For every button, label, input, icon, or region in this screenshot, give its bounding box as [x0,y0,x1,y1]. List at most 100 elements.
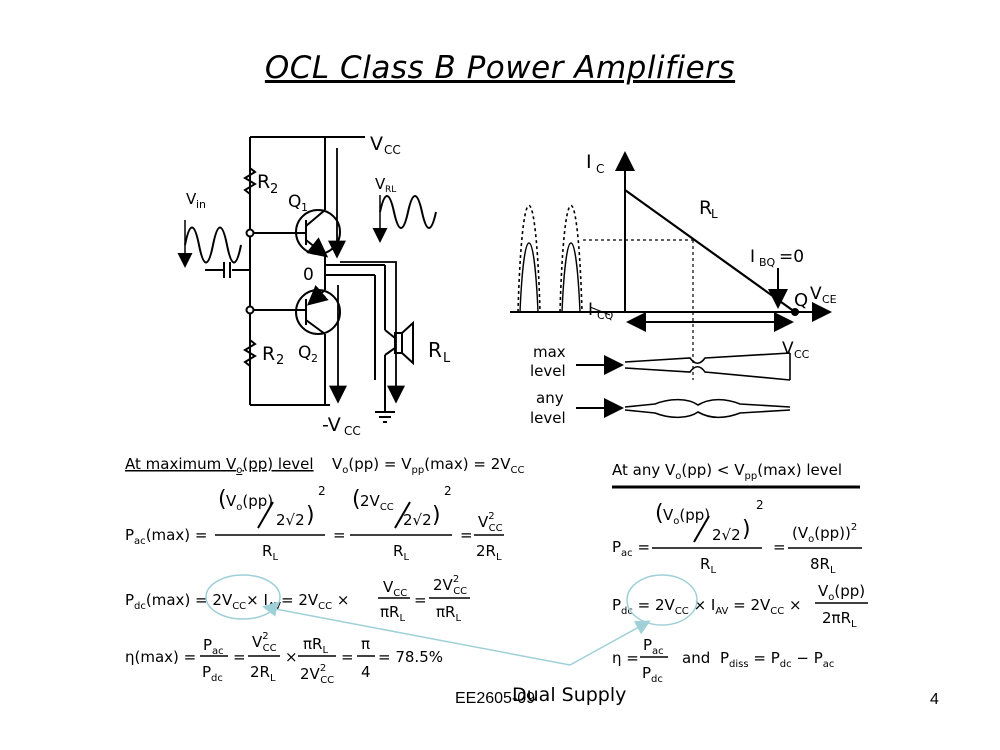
svg-text:2√2: 2√2 [403,511,432,529]
svg-text:(: ( [655,501,664,526]
eta-max-label: η(max) = [125,648,196,666]
load-line [624,189,796,313]
r2-top-sub: 2 [270,182,278,197]
max-level-line1: max [533,343,566,361]
ibq-sub: BQ [759,256,776,269]
left-heading-equation: Vo(pp) = Vpp(max) = 2VCC [332,455,524,476]
vrl-label: V [375,175,386,193]
vcc-graph-sub: CC [794,348,810,361]
svg-text:): ) [742,517,751,542]
dual-supply-note: Dual Supply [512,684,627,706]
vce-label: V [810,284,822,304]
pulse-any-1 [519,242,539,313]
eta-max-result: = 78.5% [378,648,443,666]
ic-label: I [586,151,592,173]
svg-text:Pdc: Pdc [202,663,223,684]
pdiss-expression: Pdiss = Pdc − Pac [720,649,834,670]
pac-max-fraction-2: ( 2VCC 2√2 ) 2 RL [350,484,452,563]
eta-fraction: Pac Pdc [640,636,668,685]
icq-sub: CQ [597,309,614,322]
svg-text:2πRL: 2πRL [822,609,857,630]
pac-label: Pac = [612,538,650,559]
svg-text:2VCC: 2VCC [360,492,394,513]
rl-sub: L [443,351,451,366]
pdc-max-fraction-1: VCC πRL [378,578,410,624]
q-point-label: Q [794,290,808,311]
r2-top-resistor [243,167,257,195]
svg-text:RL: RL [393,542,409,563]
any-level-line2: level [530,409,566,427]
eta-label: η = [612,649,639,667]
svg-text:=: = [773,538,786,556]
svg-text:×: × [285,648,298,666]
svg-text:=: = [414,591,427,609]
svg-text:(: ( [352,487,361,512]
right-equations: At any Vo(pp) < Vpp(max) level Pac = ( V… [612,461,868,685]
svg-text:RL: RL [700,555,716,576]
vce-sub: CE [822,293,837,306]
highlight-ellipse-right [626,574,698,626]
q1-label: Q [288,192,301,212]
svg-text:=: = [333,526,346,544]
vcc-sub: CC [384,143,401,157]
load-line-graph [510,151,832,419]
r2-bottom-sub: 2 [276,353,284,368]
svg-text:8RL: 8RL [810,555,836,576]
svg-text:πRL: πRL [380,603,405,624]
svg-text:2RL: 2RL [250,663,276,684]
svg-text:2: 2 [318,484,326,498]
svg-text:Pac: Pac [643,636,664,657]
icq-label: I [588,300,593,320]
pdc-label: Pdc = 2VCC × IAV = 2VCC × [612,596,802,617]
graph-labels: I C R L I BQ =0 Q V CE I CQ V CC max lev… [530,151,837,427]
r2-bottom-label: R [262,343,275,365]
svg-text:=: = [233,648,246,666]
max-envelope-bottom [624,365,791,381]
pac-max-label: Pac(max) = [125,526,207,547]
q2-sub: 2 [311,352,318,365]
slide-title: OCL Class B Power Amplifiers [264,50,736,86]
svg-text:2: 2 [756,498,764,512]
footer-course-code: EE2605-09 [455,690,536,707]
r2-top-label: R [257,171,270,193]
speaker-icon [394,332,403,354]
max-envelope-top [624,352,791,365]
svg-text:Vo(pp): Vo(pp) [663,506,710,527]
annotation-arrow-right [569,620,651,666]
circuit-diagram [177,136,437,423]
pdc-max-label: Pdc(max) = 2VCC× IAV= 2VCC × [125,591,349,612]
ibq-label: I [750,247,755,267]
vin-waveform [184,226,242,264]
vcc-label: V [370,133,383,155]
max-level-line2: level [530,362,566,380]
svg-text:πRL: πRL [303,635,328,656]
highlight-ellipse-left [205,574,281,620]
svg-text:Vo(pp): Vo(pp) [226,492,273,513]
left-heading: At maximum Vo(pp) level [125,455,314,476]
ic-sub: C [596,162,604,176]
pulse-max-1 [517,204,541,313]
svg-text:2RL: 2RL [476,542,502,563]
svg-text:RL: RL [262,542,278,563]
circuit-labels: V CC -V CC R 2 R 2 Q 1 Q 2 V in V RL 0 R… [186,133,451,438]
pac-fraction: ( Vo(pp) 2√2 ) 2 RL = (Vo(pp))2 8RL [652,498,862,576]
svg-text:Pac: Pac [203,636,224,657]
vcc-graph-label: V [782,339,794,359]
svg-text:2√2: 2√2 [276,511,305,529]
vrl-waveform [379,195,437,229]
any-level-line1: any [536,389,564,407]
svg-text:Pdc: Pdc [642,664,663,685]
pulse-max-2 [559,204,583,313]
svg-text:): ) [432,503,441,528]
pulse-any-2 [561,242,581,313]
svg-text:(Vo(pp))2: (Vo(pp))2 [792,522,857,545]
neg-vcc-sub: CC [344,424,361,438]
rl-label: R [428,338,442,362]
